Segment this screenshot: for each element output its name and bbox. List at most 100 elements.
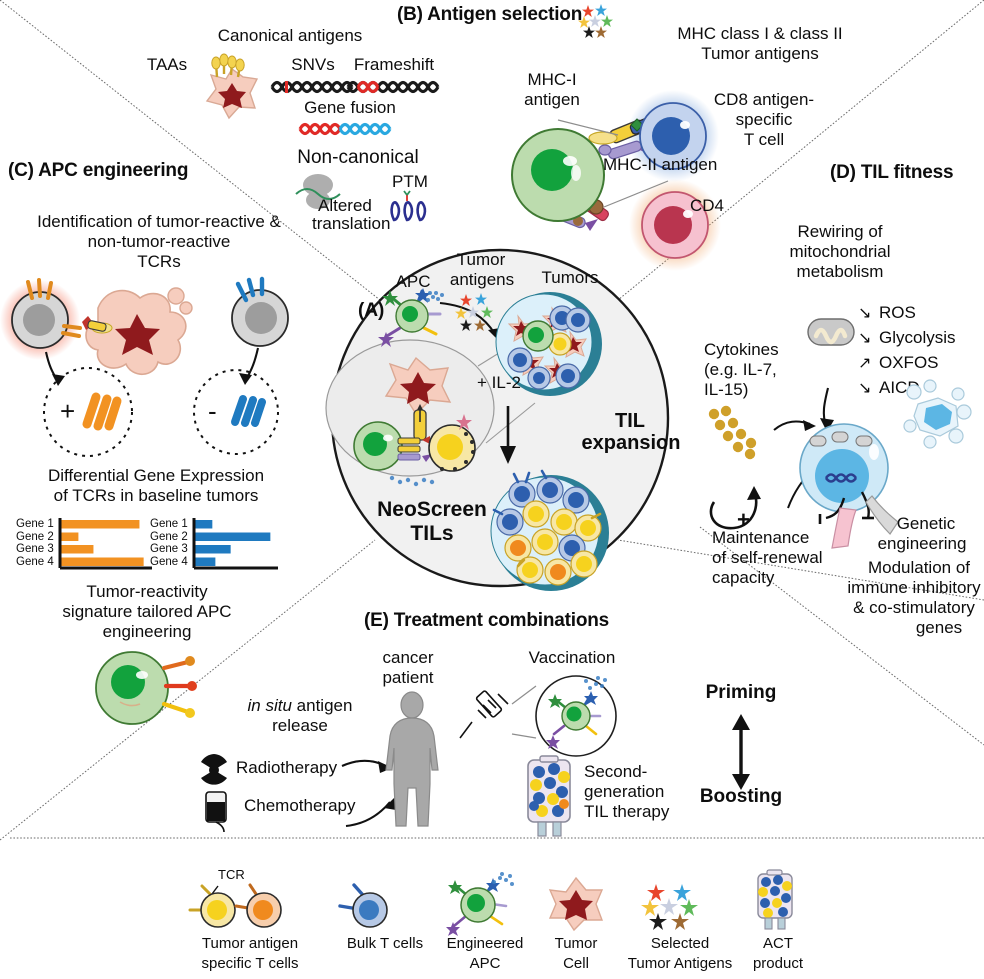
frameshift-label: Frameshift <box>353 55 435 74</box>
gene-fusion-label: Gene fusion <box>304 98 396 117</box>
bar <box>60 557 144 566</box>
cytokines-line3: IL-15) <box>704 380 749 399</box>
readout-name: OXFOS <box>879 352 939 372</box>
svg-text:+: + <box>60 396 75 426</box>
panel-a-apc-icon <box>378 288 444 347</box>
taas-label: TAAs <box>146 55 188 74</box>
ptm-label: PTM <box>392 172 428 191</box>
second-gen-line2: generation <box>584 782 665 801</box>
metabolic-readout-row: ↗OXFOS <box>858 350 984 375</box>
cytokine-arrow-icon <box>773 420 816 431</box>
tumor-antigens-label-line1: Tumor <box>456 250 506 269</box>
legend: TCR Tumor antigen specific T cells Bulk … <box>180 867 880 976</box>
ptm-icon <box>390 190 427 222</box>
act-product-bag-icon <box>527 755 571 837</box>
syringe-icon <box>459 690 509 739</box>
readout-down-arrow-icon: ↘ <box>858 379 872 397</box>
panel-e-title: (E) Treatment combinations <box>364 610 610 631</box>
bar-category-label: Gene 2 <box>16 530 54 543</box>
boosting-label: Boosting <box>699 786 783 807</box>
til-fitness-tcell-icon <box>787 387 899 549</box>
snv-dna-icon <box>270 80 354 94</box>
identification-line3: TCRs <box>137 252 181 271</box>
legend-label-4-line2: Tumor Antigens <box>627 955 733 972</box>
legend-label-0-line1: Tumor antigen <box>201 935 299 952</box>
legend-tcr-sublabel: TCR <box>218 867 245 882</box>
til-expansion-line1: TIL <box>615 410 645 432</box>
bar-category-label: Gene 3 <box>150 543 188 555</box>
bar-category-label: Gene 4 <box>16 555 54 568</box>
genetic-engineering-line1: Genetic <box>896 514 956 533</box>
svg-text:-: - <box>208 396 217 426</box>
genetic-engineering-line2: engineering <box>877 534 967 553</box>
radiotherapy-label: Radiotherapy <box>236 758 338 777</box>
mitochondrion-icon <box>807 318 855 346</box>
therapy-arrows <box>341 759 396 828</box>
tcr-positive-circle: + <box>43 367 133 457</box>
tailored-apc-line1: Tumor-reactivity <box>86 582 208 601</box>
gene-fusion-dna-icon <box>298 122 392 136</box>
panel-a-synapse-detail-icon <box>353 356 476 487</box>
modulation-line4: genes <box>915 618 963 637</box>
cytokines-line1: Cytokines <box>704 340 779 359</box>
tumors-label: Tumors <box>541 268 599 287</box>
identification-line2: non-tumor-reactive <box>87 232 231 251</box>
bulk-t-cell-blue-icon <box>338 883 388 928</box>
blue-bars <box>194 520 271 566</box>
altered-translation-line1: Altered <box>318 196 372 215</box>
legend-label-3-line1: Tumor <box>554 935 598 952</box>
mhc1-antigen-label-line1: MHC-I <box>527 70 577 89</box>
vaccination-label: Vaccination <box>528 648 616 667</box>
apoptotic-cell-icon <box>903 379 972 449</box>
cytokines-line2: (e.g. IL-7, <box>704 360 777 379</box>
tcr-identification-icon <box>0 276 289 386</box>
bar-category-label: Gene 2 <box>150 530 188 543</box>
mhc-title-line1: MHC class I & class II <box>677 24 843 43</box>
dge-title-line1: Differential Gene Expression <box>47 466 265 485</box>
selected-tumor-antigens-icon <box>578 4 613 38</box>
panel-d-title: (D) TIL fitness <box>830 162 954 183</box>
modulation-line1: Modulation of <box>867 558 971 577</box>
orange-bars <box>60 520 144 566</box>
il2-label: + IL-2 <box>477 373 521 392</box>
maintenance-line3: capacity <box>712 568 775 587</box>
mhc-apc-tcell-cluster-icon <box>511 90 721 271</box>
engineered-apc-green-icon <box>446 872 514 936</box>
second-gen-line1: Second- <box>584 762 648 781</box>
bar-category-label: Gene 1 <box>16 518 54 530</box>
tailored-apc-line2: signature tailored APC <box>62 602 232 621</box>
priming-boosting-arrow <box>732 714 750 790</box>
mhc-title-line2: Tumor antigens <box>701 44 819 63</box>
cytokine-dots-icon <box>708 405 757 460</box>
legend-label-2-line1: Engineered <box>446 935 524 952</box>
legend-label-1-line1: Bulk T cells <box>346 935 424 952</box>
neoscreen-tils-line2: TILs <box>410 522 454 545</box>
priming-label: Priming <box>705 682 777 703</box>
cancer-patient-silhouette <box>385 691 439 827</box>
panel-a-tag: (A) <box>358 300 385 321</box>
readout-name: ROS <box>879 302 916 322</box>
mhc2-antigen-label: MHC-II antigen <box>603 155 718 174</box>
two-t-cells-yellow-orange-icon <box>188 883 282 928</box>
maintenance-line2: of self-renewal <box>712 548 823 567</box>
legend-label-2-line2: APC <box>469 955 501 972</box>
bar <box>60 532 79 541</box>
bar <box>194 545 231 554</box>
rewiring-line3: metabolism <box>796 262 884 281</box>
vaccination-circle-icon <box>511 675 617 757</box>
identification-line1: Identification of tumor-reactive & <box>37 212 281 231</box>
chemotherapy-label: Chemotherapy <box>244 796 356 815</box>
rewiring-line1: Rewiring of <box>797 222 883 241</box>
panel-c-title: (C) APC engineering <box>8 160 189 181</box>
rewiring-line2: mitochondrial <box>789 242 891 261</box>
modulation-line3: & co-stimulatory <box>853 598 975 617</box>
altered-translation-line2: translation <box>312 214 391 233</box>
canonical-antigens-label: Canonical antigens <box>217 26 363 45</box>
selected-tumor-antigens-icon <box>641 884 698 930</box>
frameshift-dna-icon <box>346 80 440 94</box>
self-renewal-plus: + <box>737 507 750 532</box>
bar <box>194 520 213 529</box>
self-renewal-loop-arrow <box>709 486 761 530</box>
tcr-negative-circle: - <box>193 369 279 455</box>
